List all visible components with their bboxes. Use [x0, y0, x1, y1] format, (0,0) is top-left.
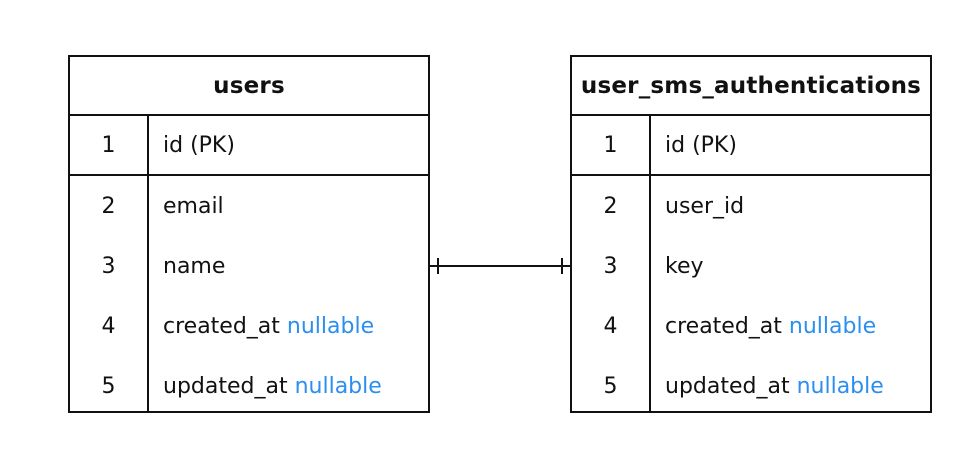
table-row: 1 id (PK) — [70, 116, 428, 176]
field-name: id (PK) — [665, 132, 737, 158]
row-number: 2 — [101, 193, 116, 219]
column-divider — [147, 116, 149, 411]
row-label: user_id — [649, 194, 744, 219]
field-name: user_id — [665, 193, 745, 219]
table-row: 4 created_at nullable — [70, 296, 428, 356]
row-number: 4 — [603, 313, 618, 339]
table-row: 1 id (PK) — [572, 116, 930, 176]
row-number: 5 — [603, 373, 618, 399]
row-number: 1 — [603, 132, 618, 158]
row-label: id (PK) — [649, 133, 737, 158]
entity-users: users 1 id (PK) 2 email 3 name 4 created… — [68, 55, 430, 413]
row-label: updated_at nullable — [147, 374, 382, 399]
field-name: id (PK) — [163, 132, 235, 158]
row-number: 1 — [101, 132, 116, 158]
row-label: created_at nullable — [649, 314, 876, 339]
field-name: key — [665, 253, 704, 279]
column-divider — [649, 116, 651, 411]
table-row: 3 name — [70, 236, 428, 296]
row-label: updated_at nullable — [649, 374, 884, 399]
row-number: 3 — [101, 253, 116, 279]
field-name: updated_at — [163, 373, 288, 399]
table-row: 2 email — [70, 176, 428, 236]
row-label: key — [649, 254, 704, 279]
row-label: name — [147, 254, 225, 279]
row-number: 2 — [603, 193, 618, 219]
table-row: 5 updated_at nullable — [70, 356, 428, 416]
table-row: 3 key — [572, 236, 930, 296]
entity-title: users — [70, 57, 428, 116]
row-number: 5 — [101, 373, 116, 399]
row-label: email — [147, 194, 224, 219]
entity-user-sms-authentications: user_sms_authentications 1 id (PK) 2 use… — [570, 55, 932, 413]
row-number: 3 — [603, 253, 618, 279]
nullable-tag: nullable — [796, 373, 884, 399]
field-name: created_at — [163, 313, 280, 339]
nullable-tag: nullable — [286, 313, 375, 339]
nullable-tag: nullable — [788, 313, 877, 339]
row-number: 4 — [101, 313, 116, 339]
nullable-tag: nullable — [294, 373, 382, 399]
field-name: email — [163, 193, 224, 219]
table-row: 5 updated_at nullable — [572, 356, 930, 416]
entity-title: user_sms_authentications — [572, 57, 930, 116]
table-row: 2 user_id — [572, 176, 930, 236]
row-label: created_at nullable — [147, 314, 374, 339]
field-name: created_at — [665, 313, 782, 339]
field-name: updated_at — [665, 373, 790, 399]
field-name: name — [163, 253, 226, 279]
table-row: 4 created_at nullable — [572, 296, 930, 356]
row-label: id (PK) — [147, 133, 235, 158]
